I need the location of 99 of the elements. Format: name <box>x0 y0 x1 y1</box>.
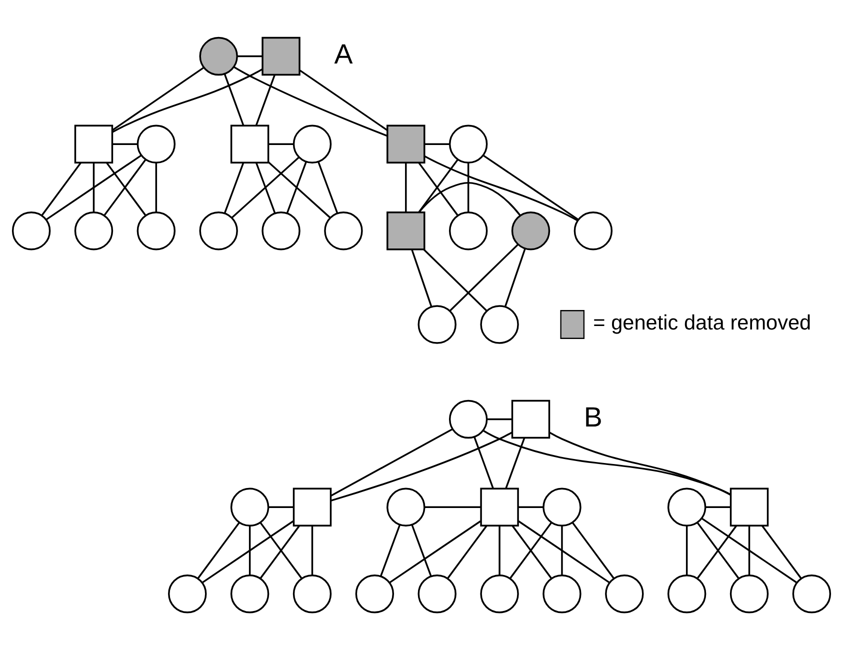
node-circle <box>418 305 456 344</box>
node-circle <box>730 574 769 614</box>
node-square <box>230 124 270 164</box>
connector <box>561 526 563 576</box>
node-circle <box>418 574 456 614</box>
node-circle <box>74 211 114 250</box>
connector <box>572 522 614 579</box>
connector <box>518 520 610 584</box>
connector <box>248 526 251 576</box>
connector <box>46 154 142 220</box>
node-circle <box>448 124 488 164</box>
connector <box>380 524 401 576</box>
node-circle <box>324 211 363 250</box>
connector <box>311 526 314 576</box>
connector <box>255 74 276 126</box>
node-circle <box>262 211 300 250</box>
node-circle <box>448 211 488 250</box>
node-circle <box>386 488 426 527</box>
connector <box>286 162 307 214</box>
connector <box>467 162 470 212</box>
node-circle <box>230 574 270 614</box>
connector <box>112 143 138 146</box>
connector <box>92 162 95 212</box>
node-square <box>480 488 519 527</box>
node-square <box>262 36 300 76</box>
node-circle <box>605 574 644 614</box>
connector <box>237 55 262 58</box>
connector <box>482 430 731 496</box>
connector <box>268 506 294 508</box>
connector <box>449 244 518 312</box>
connector <box>424 155 578 222</box>
connector <box>518 506 544 508</box>
connector <box>155 162 158 212</box>
node-circle <box>136 124 176 164</box>
connector <box>224 162 244 214</box>
connector <box>41 162 82 216</box>
node-circle <box>136 211 176 250</box>
node-square <box>730 488 769 527</box>
node-square <box>386 211 426 250</box>
connector <box>411 524 432 576</box>
node-circle <box>542 488 582 527</box>
node-circle <box>574 211 613 250</box>
connector <box>255 162 276 214</box>
connector <box>748 526 750 576</box>
node-circle <box>168 574 207 614</box>
connector <box>424 143 450 146</box>
connector <box>686 526 688 576</box>
connector <box>705 506 731 508</box>
node-square <box>292 488 332 527</box>
connector <box>268 161 330 218</box>
node-square <box>386 124 426 164</box>
node-circle <box>542 574 582 614</box>
connector <box>330 431 513 502</box>
label: A <box>334 38 353 70</box>
node-circle <box>667 488 706 527</box>
node-circle <box>792 574 832 614</box>
node-circle <box>292 124 332 164</box>
connector <box>231 156 300 218</box>
label: B <box>584 401 602 432</box>
connector <box>474 436 494 489</box>
connector <box>202 520 294 584</box>
connector <box>198 522 240 579</box>
node-square <box>511 400 550 439</box>
connector <box>549 432 732 496</box>
node-square <box>74 124 114 164</box>
node-circle <box>667 574 706 614</box>
connector <box>405 162 407 212</box>
connector <box>112 68 263 133</box>
connector <box>486 418 512 420</box>
connector <box>701 518 798 584</box>
node-circle <box>230 488 270 527</box>
connector <box>112 66 204 131</box>
node-circle <box>199 211 238 250</box>
connector <box>762 525 802 579</box>
node-circle <box>480 305 519 344</box>
node-circle <box>511 211 550 250</box>
connector <box>424 506 481 508</box>
connector <box>318 162 338 214</box>
connector <box>234 66 388 137</box>
node-circle <box>199 36 238 76</box>
connector <box>504 248 526 307</box>
connector <box>423 249 487 312</box>
connector <box>447 525 488 579</box>
connector <box>330 428 453 496</box>
node-circle <box>292 574 332 614</box>
connector <box>505 438 526 489</box>
connector <box>411 249 432 307</box>
node-circle <box>480 574 519 614</box>
connector <box>498 526 500 576</box>
connector <box>389 520 482 584</box>
node-circle <box>355 574 394 614</box>
connector <box>300 70 388 131</box>
connector <box>418 182 521 216</box>
node-circle <box>448 400 488 439</box>
connector <box>482 154 579 220</box>
connector <box>268 143 294 146</box>
node-circle <box>12 211 51 250</box>
legend-label: = genetic data removed <box>593 312 812 335</box>
connector <box>224 74 244 126</box>
